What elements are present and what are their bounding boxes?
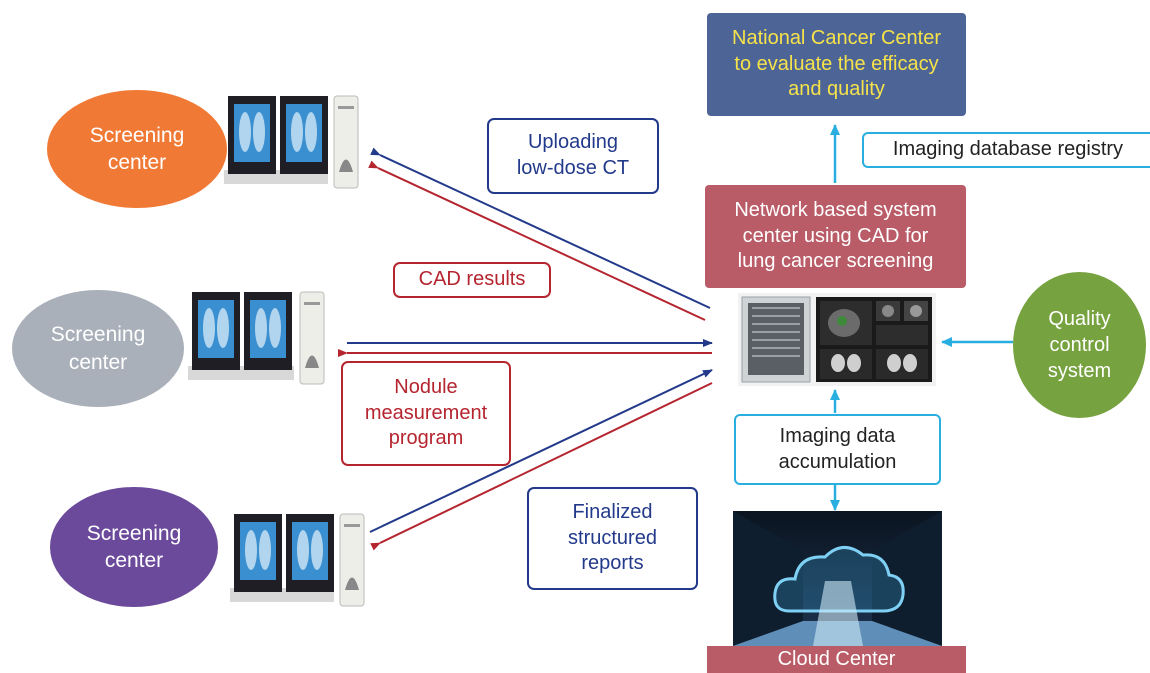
network-system-center-box: Network based system center using CAD fo… [705,185,966,288]
accumulation-label: Imaging data accumulation [778,424,897,473]
upload-arrow-top [370,147,711,309]
upload-arrow-bottom [369,369,713,533]
cad-return-arrow-bottom [370,382,713,551]
quality-control-system: Quality control system [1013,272,1146,418]
finalized-reports-label: Finalized structured reports [568,501,657,575]
cloud-center-label-box: Cloud Center [707,646,966,673]
cloud-center-image [733,511,942,646]
cloud-center-label: Cloud Center [777,647,896,670]
screening-center-middle: Screening center [12,290,184,407]
national-cancer-center-box: National Cancer Center to evaluate the e… [707,13,966,116]
workstation-icon-bottom [230,510,370,610]
workstation-icon-top [224,92,364,192]
registry-label: Imaging database registry [892,138,1124,161]
screening-center-bottom: Screening center [50,487,218,607]
cad-return-arrow-top [368,160,706,321]
uploading-label-box: Uploading low-dose CT [487,118,659,194]
server-cad-screens-image [738,293,936,386]
quality-control-label: Quality control system [1047,308,1112,382]
screening-center-top: Screening center [47,90,227,208]
uploading-label: Uploading low-dose CT [516,131,630,179]
cad-results-label: CAD results [418,268,526,291]
finalized-reports-label-box: Finalized structured reports [527,487,698,590]
workstation-icon-middle [188,288,330,388]
network-system-center-label: Network based system center using CAD fo… [734,199,937,273]
accumulation-label-box: Imaging data accumulation [734,414,941,485]
cad-results-label-box: CAD results [393,262,551,298]
registry-label-box: Imaging database registry [862,132,1150,168]
nodule-program-label: Nodule measurement program [364,376,488,450]
national-cancer-center-label: National Cancer Center to evaluate the e… [732,27,941,101]
nodule-program-label-box: Nodule measurement program [341,361,511,466]
screening-center-middle-label: Screening center [50,323,146,374]
screening-center-top-label: Screening center [89,123,185,174]
screening-center-bottom-label: Screening center [86,521,182,572]
